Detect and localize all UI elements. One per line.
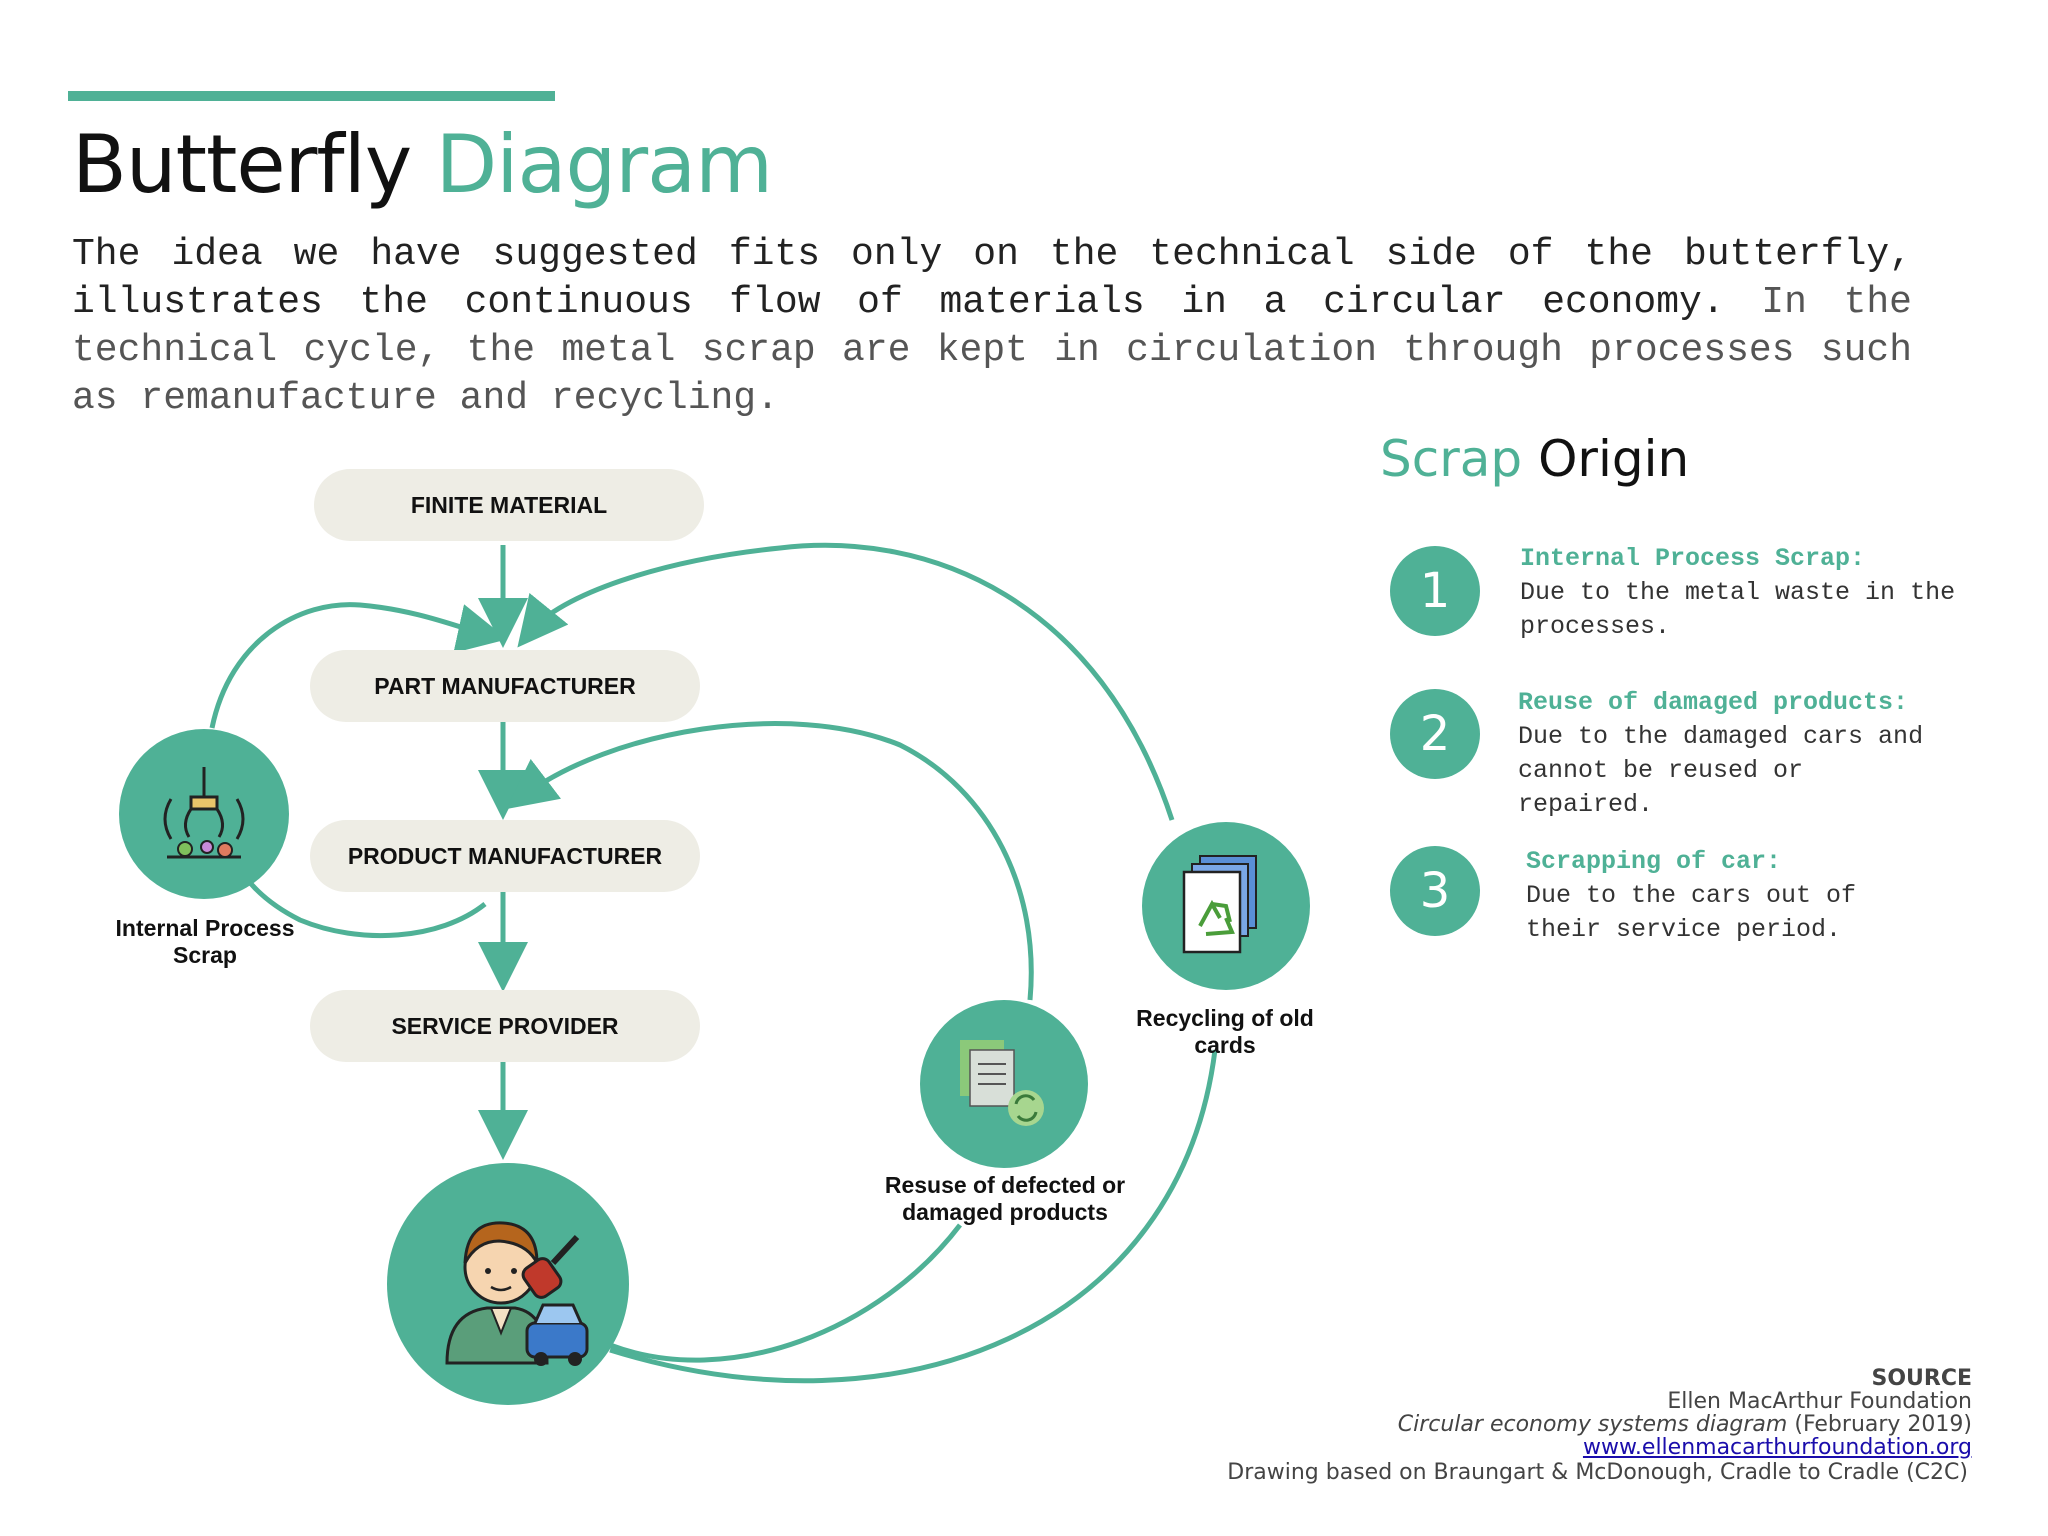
recycling-label: Recycling of old cards bbox=[1136, 1005, 1314, 1058]
reuse-loop bbox=[522, 721, 1034, 1363]
reuse-circle bbox=[920, 1000, 1088, 1168]
title-part-1: Butterfly bbox=[72, 118, 412, 211]
person-car-key-icon bbox=[445, 1221, 589, 1366]
origin-number-1: 1 bbox=[1390, 546, 1480, 636]
service-user-circle bbox=[387, 1163, 629, 1405]
origin-text-1: Due to the metal waste in the processes. bbox=[1520, 578, 1956, 641]
origin-heading-3: Scrapping of car: bbox=[1526, 847, 1782, 876]
intro-text: The idea we have suggested fits only on … bbox=[72, 233, 1912, 324]
page-title: Butterfly Diagram bbox=[72, 118, 773, 211]
box-service-provider: SERVICE PROVIDER bbox=[310, 990, 700, 1062]
recycle-papers-icon bbox=[1182, 855, 1257, 954]
drawing-credit: Drawing based on Braungart & McDonough, … bbox=[1227, 1460, 1968, 1485]
origin-text-2: Due to the damaged cars and cannot be re… bbox=[1518, 722, 1924, 819]
source-date: (February 2019) bbox=[1794, 1412, 1972, 1437]
documents-recycle-icon bbox=[960, 1040, 1044, 1126]
intro-text-muted: In the technical cycle, the metal scrap … bbox=[72, 281, 1912, 420]
box-finite-material: FINITE MATERIAL bbox=[314, 469, 704, 541]
origin-heading-1: Internal Process Scrap: bbox=[1520, 544, 1866, 573]
reuse-label: Resuse of defected or damaged products bbox=[884, 1172, 1126, 1225]
source-org: Ellen MacArthur Foundation bbox=[1667, 1389, 1972, 1414]
crane-scrap-icon bbox=[163, 767, 245, 859]
origin-heading-2: Reuse of damaged products: bbox=[1518, 688, 1909, 717]
scrap-origin-title: Scrap Origin bbox=[1380, 430, 1689, 488]
title-part-2: Diagram bbox=[435, 118, 773, 211]
origin-number-2: 2 bbox=[1390, 689, 1480, 779]
title-accent-bar bbox=[68, 91, 555, 101]
box-part-manufacturer: PART MANUFACTURER bbox=[310, 650, 700, 722]
internal-process-circle bbox=[119, 729, 289, 899]
recycling-loop bbox=[530, 542, 1218, 1384]
recycling-circle bbox=[1142, 822, 1310, 990]
source-doc: Circular economy systems diagram bbox=[1397, 1412, 1788, 1437]
box-product-manufacturer: PRODUCT MANUFACTURER bbox=[310, 820, 700, 892]
source-doc-line: Circular economy systems diagram (Februa… bbox=[1398, 1413, 1972, 1436]
source-block: SOURCE Ellen MacArthur Foundation Circul… bbox=[1398, 1367, 1972, 1459]
internal-process-label: Internal Process Scrap bbox=[115, 915, 295, 968]
source-url-link[interactable]: www.ellenmacarthurfoundation.org bbox=[1582, 1435, 1972, 1460]
intro-paragraph: The idea we have suggested fits only on … bbox=[72, 231, 1912, 423]
scrap-origin-title-part-2: Origin bbox=[1538, 430, 1690, 488]
source-label: SOURCE bbox=[1871, 1366, 1972, 1391]
origin-item-3: Scrapping of car: Due to the cars out of… bbox=[1526, 845, 1946, 947]
origin-item-2: Reuse of damaged products: Due to the da… bbox=[1518, 686, 1938, 822]
scrap-origin-title-part-1: Scrap bbox=[1380, 430, 1523, 488]
origin-text-3: Due to the cars out of their service per… bbox=[1526, 881, 1857, 944]
origin-number-3: 3 bbox=[1390, 846, 1480, 936]
origin-item-1: Internal Process Scrap: Due to the metal… bbox=[1520, 542, 1980, 644]
